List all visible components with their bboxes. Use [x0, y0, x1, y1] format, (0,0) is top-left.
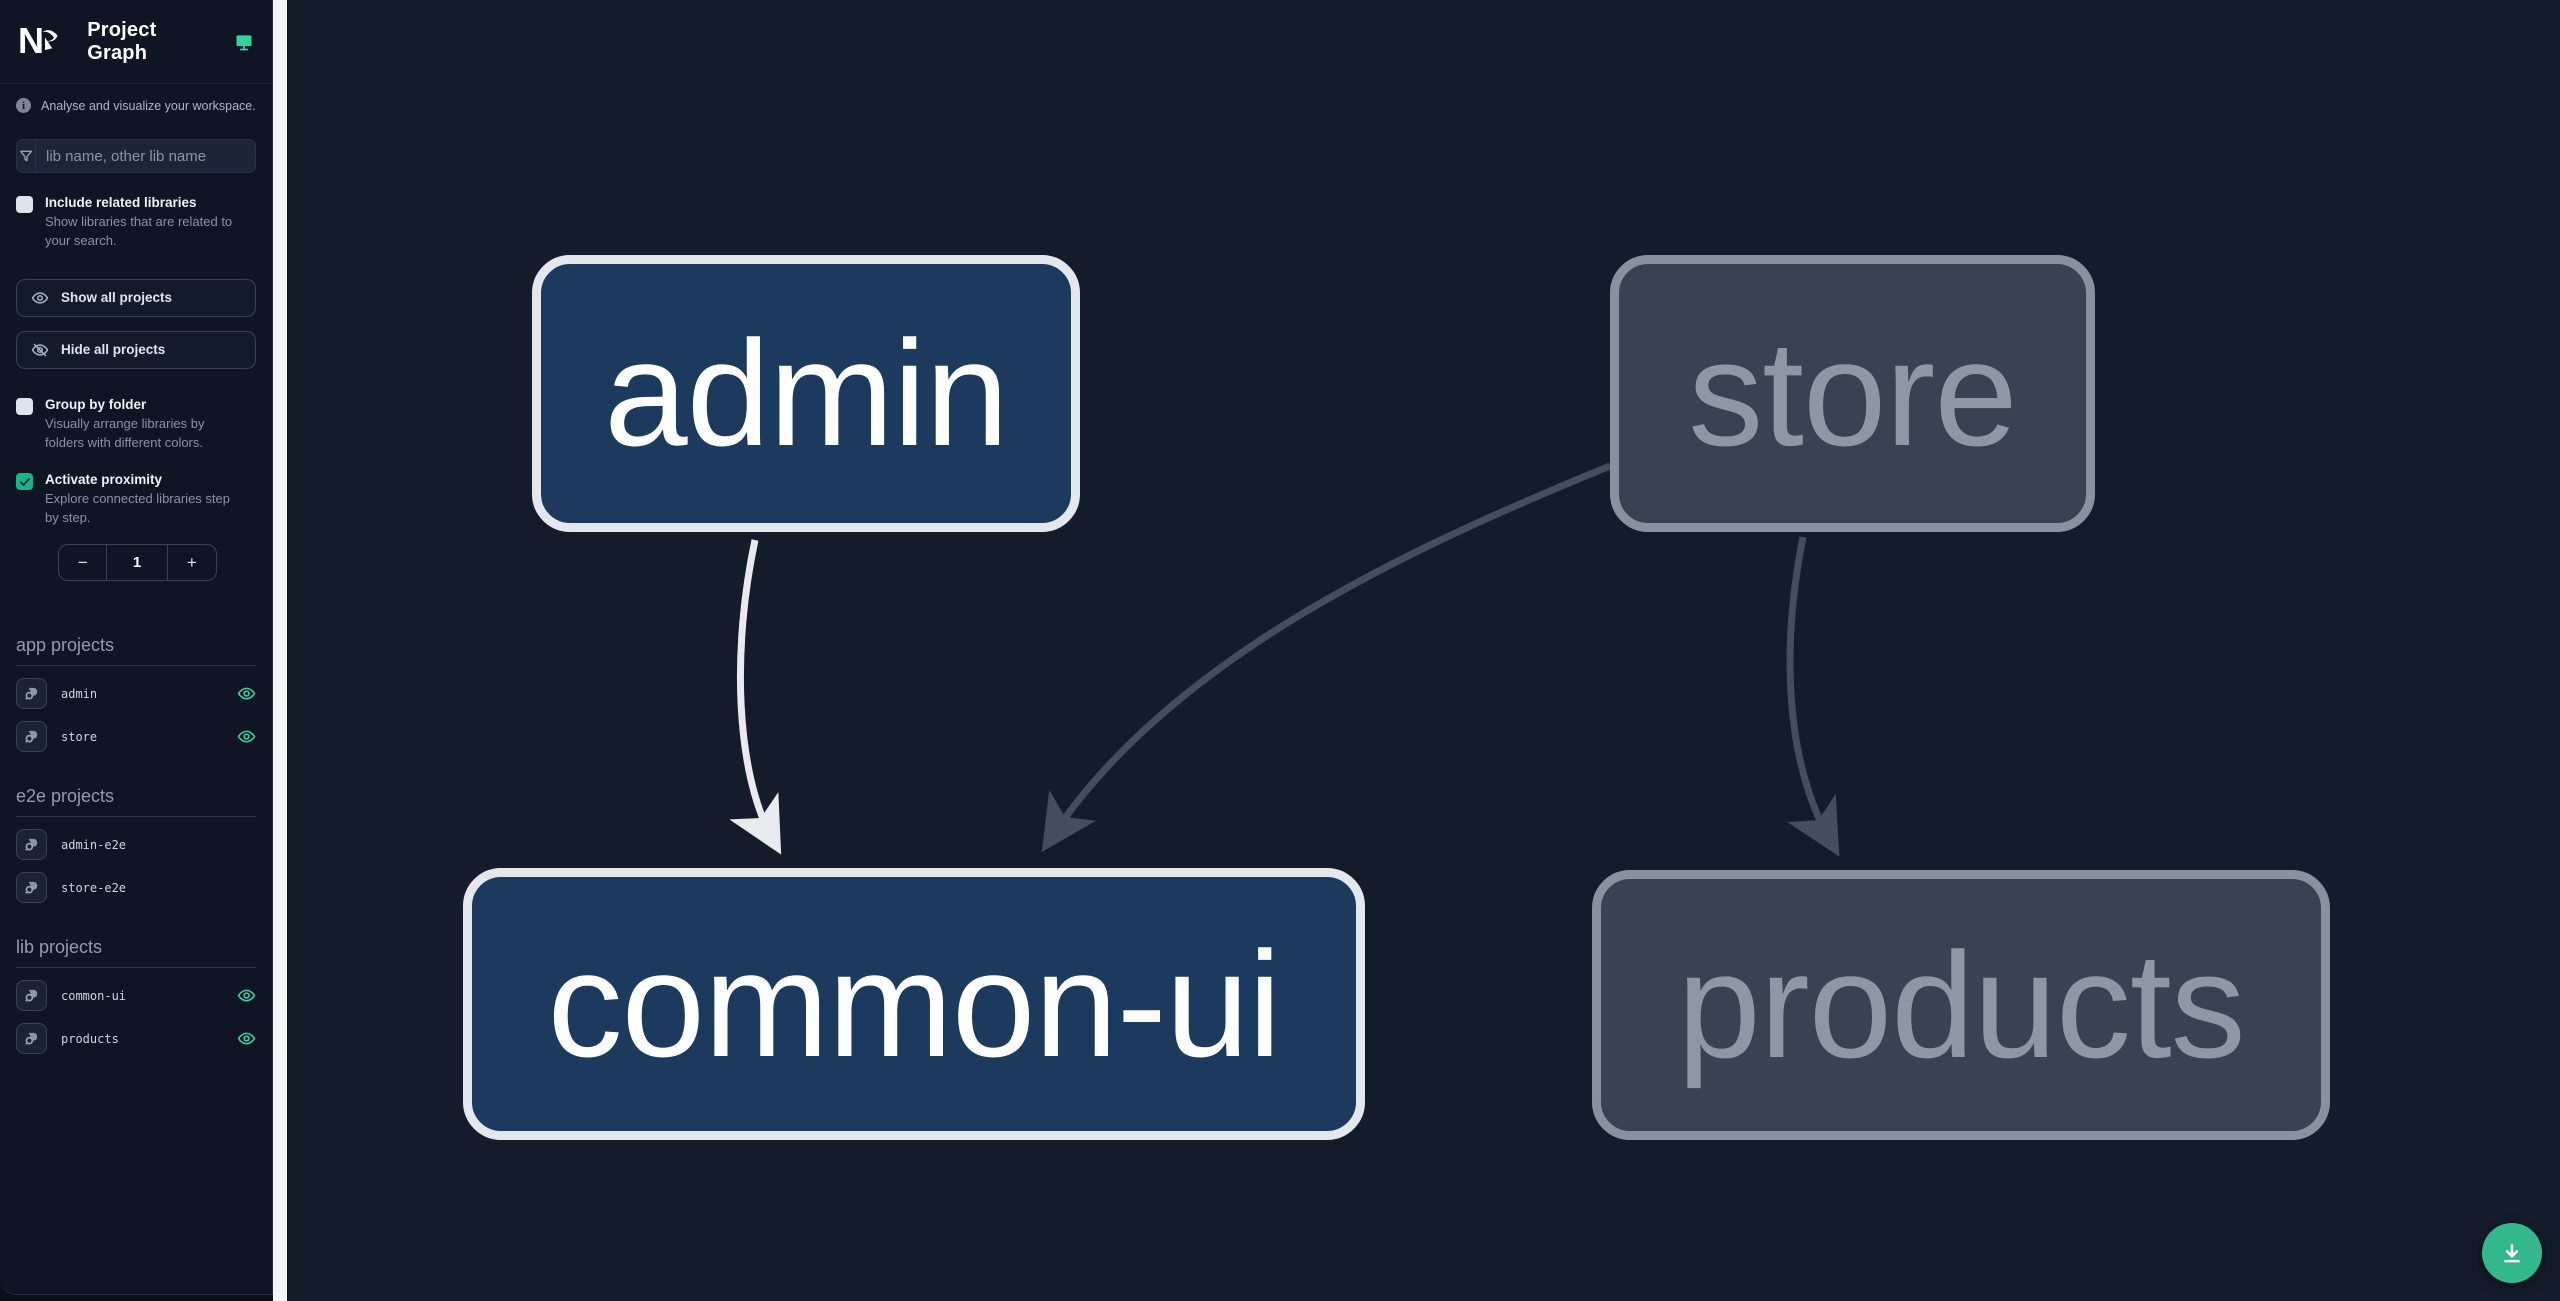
section-title-lib-projects: lib projects	[16, 937, 256, 969]
project-name: common-ui	[61, 988, 127, 1003]
info-icon: i	[16, 98, 31, 113]
toggle-visibility-eye-icon[interactable]	[237, 727, 256, 746]
proximity-value: 1	[106, 545, 168, 581]
proximity-increment-button[interactable]: +	[168, 545, 216, 580]
edge-admin-common-ui[interactable]	[729, 539, 782, 855]
nx-logo-icon: N	[18, 22, 58, 61]
graph-edges	[729, 462, 1840, 857]
download-icon	[2504, 1244, 2520, 1263]
project-name: store	[61, 729, 98, 744]
eye-icon	[31, 292, 49, 304]
focus-project-icon[interactable]	[16, 980, 47, 1012]
section-title-app-projects: app projects	[16, 635, 256, 667]
svg-text:N: N	[18, 22, 44, 61]
hide-all-projects-button[interactable]: Hide all projects	[16, 330, 256, 369]
activate-proximity-checkbox[interactable]	[16, 473, 33, 491]
project-row-common-ui[interactable]: common-ui	[16, 980, 256, 1012]
graph-canvas[interactable]: admin store common-ui products	[287, 0, 2560, 1301]
edge-store-common-ui[interactable]	[1041, 462, 1612, 853]
activate-proximity-description: Explore connected libraries step by step…	[45, 491, 230, 526]
filter-icon	[17, 140, 36, 172]
graph-node-common-ui[interactable]: common-ui	[463, 868, 1365, 1140]
graph-node-store[interactable]: store	[1610, 255, 2095, 532]
toggle-visibility-eye-icon[interactable]	[237, 684, 256, 703]
monitor-icon[interactable]	[234, 32, 254, 52]
proximity-stepper: − 1 +	[58, 544, 217, 582]
hide-all-label: Hide all projects	[61, 342, 166, 358]
toggle-visibility-eye-icon[interactable]	[237, 1029, 256, 1048]
group-by-folder-row: Group by folder Visually arrange librari…	[16, 397, 256, 453]
focus-project-icon[interactable]	[16, 829, 47, 861]
focus-project-icon[interactable]	[16, 1023, 47, 1055]
activate-proximity-label: Activate proximity	[45, 472, 163, 488]
show-all-label: Show all projects	[61, 290, 173, 306]
eye-off-icon	[31, 343, 49, 357]
graph-node-admin[interactable]: admin	[532, 255, 1080, 532]
group-by-folder-description: Visually arrange libraries by folders wi…	[45, 415, 205, 450]
project-row-store-e2e[interactable]: store-e2e	[16, 872, 256, 904]
toggle-visibility-eye-icon[interactable]	[237, 986, 256, 1005]
section-title-e2e-projects: e2e projects	[16, 786, 256, 818]
project-row-products[interactable]: products	[16, 1023, 256, 1055]
activate-proximity-row: Activate proximity Explore connected lib…	[16, 472, 256, 528]
sidebar: N Project Graph i Analyse and visualize …	[0, 0, 273, 1295]
graph-node-products[interactable]: products	[1592, 870, 2330, 1140]
focus-project-icon[interactable]	[16, 678, 47, 710]
page-title: Project Graph	[87, 18, 157, 64]
include-related-description: Show libraries that are related to your …	[45, 214, 233, 248]
sidebar-content: i Analyse and visualize your workspace. …	[0, 84, 272, 1294]
tagline-text: Analyse and visualize your workspace.	[41, 98, 256, 113]
focus-project-icon[interactable]	[16, 872, 47, 904]
edge-store-products[interactable]	[1786, 536, 1840, 857]
sidebar-resize-handle[interactable]	[273, 0, 287, 1301]
download-graph-button[interactable]	[2482, 1223, 2542, 1283]
include-related-row: Include related libraries Show libraries…	[16, 195, 256, 251]
sidebar-header: N Project Graph	[0, 0, 272, 84]
project-row-admin[interactable]: admin	[16, 678, 256, 710]
include-related-checkbox[interactable]	[16, 196, 33, 213]
include-related-label: Include related libraries	[45, 195, 197, 210]
focus-project-icon[interactable]	[16, 721, 47, 753]
proximity-decrement-button[interactable]: −	[59, 545, 106, 580]
show-all-projects-button[interactable]: Show all projects	[16, 278, 256, 317]
search-input[interactable]	[36, 140, 255, 172]
group-by-folder-checkbox[interactable]	[16, 397, 33, 415]
project-name: admin-e2e	[61, 837, 127, 852]
project-name: store-e2e	[61, 880, 127, 895]
project-name: admin	[61, 686, 98, 701]
project-row-admin-e2e[interactable]: admin-e2e	[16, 829, 256, 861]
project-name: products	[61, 1031, 119, 1046]
search-box	[16, 139, 256, 173]
project-row-store[interactable]: store	[16, 721, 256, 753]
group-by-folder-label: Group by folder	[45, 396, 147, 412]
